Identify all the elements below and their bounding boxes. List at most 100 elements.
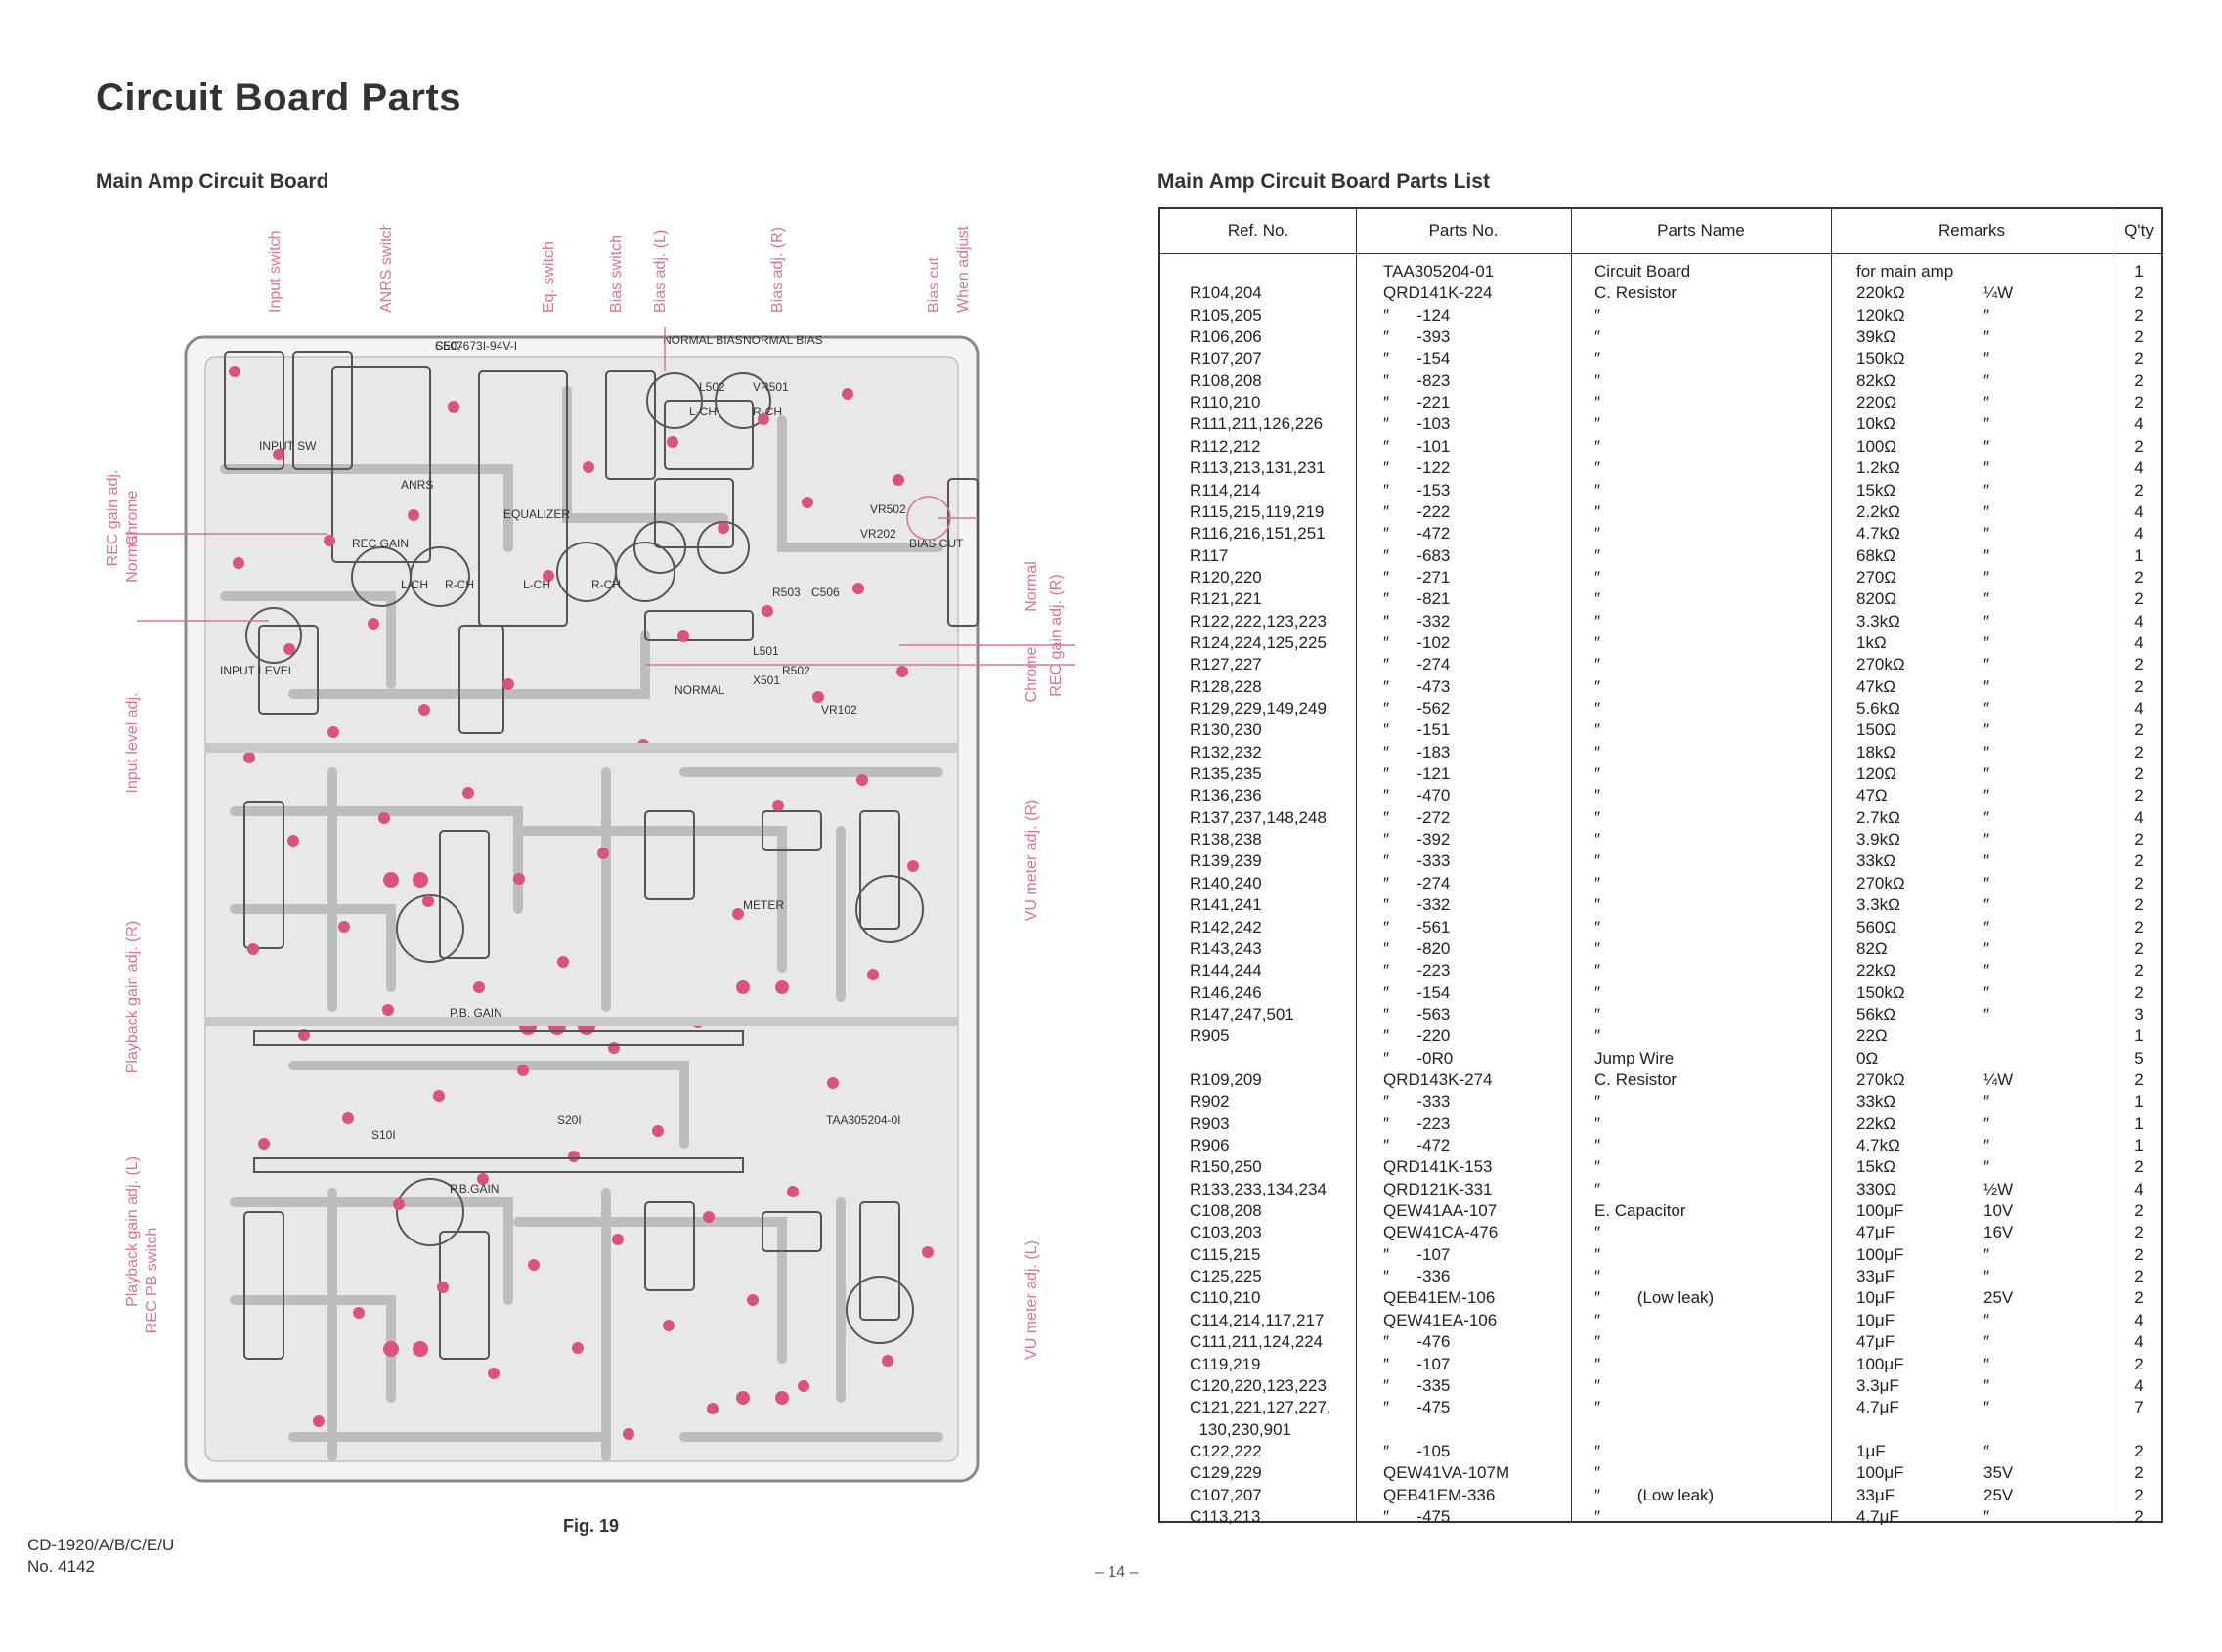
silkscreen-label: R-CH bbox=[445, 578, 474, 591]
callout-label: Chrome bbox=[124, 490, 141, 545]
parts-no-cell: QRD121K-331 bbox=[1383, 1179, 1493, 1198]
parts-name-cell: ″ (Low leak) bbox=[1594, 1288, 1715, 1308]
remarks-cell: for main amp bbox=[1856, 262, 1954, 281]
callout-label: Chrome bbox=[1024, 646, 1040, 702]
ref-no-cell: R144,244 bbox=[1190, 961, 1262, 980]
qty-cell: 2 bbox=[2134, 655, 2144, 674]
rating-cell: ″ bbox=[1983, 327, 1990, 347]
ref-no-cell: C115,215 bbox=[1190, 1244, 1261, 1264]
remarks-cell: 4.7kΩ bbox=[1856, 1136, 1900, 1154]
callout-label: VU meter adj. (L) bbox=[1024, 1240, 1040, 1360]
callout-label: ANRS switch bbox=[378, 225, 395, 313]
silkscreen-label: SEC-673I-94V-I bbox=[435, 339, 517, 353]
parts-name-cell: Circuit Board bbox=[1594, 262, 1691, 281]
callout-label: REC gain adj. bbox=[105, 470, 121, 567]
ref-no-cell: R129,229,149,249 bbox=[1190, 699, 1327, 717]
remarks-cell: 100μF bbox=[1856, 1201, 1904, 1221]
parts-no-cell: ″ -223 bbox=[1383, 961, 1451, 980]
callout-label: Normal bbox=[1024, 561, 1040, 612]
ref-no-cell: R906 bbox=[1190, 1136, 1230, 1154]
callout-label: Input level adj. bbox=[124, 692, 141, 793]
qty-cell: 2 bbox=[2134, 589, 2144, 609]
table-row: C111,211,124,224″ -476″47μF″4 bbox=[1160, 1332, 2161, 1354]
rating-cell: ″ bbox=[1983, 1157, 1990, 1177]
callout-label: Normal bbox=[124, 532, 141, 583]
remarks-cell: 4.7μF bbox=[1856, 1506, 1899, 1526]
rating-cell: ¼W bbox=[1983, 283, 2014, 303]
silkscreen-label: R502 bbox=[782, 664, 810, 677]
silkscreen-label: R-CH bbox=[591, 578, 621, 591]
parts-list-table: Ref. No. Parts No. Parts Name Remarks Q'… bbox=[1158, 207, 2163, 1526]
model-footer: CD-1920/A/B/C/E/U No. 4142 bbox=[27, 1535, 174, 1578]
model-number: CD-1920/A/B/C/E/U bbox=[27, 1536, 175, 1554]
parts-name-cell: ″ bbox=[1594, 1441, 1601, 1460]
ref-no-cell: R141,241 bbox=[1190, 895, 1262, 915]
silkscreen-label: L502 bbox=[699, 380, 725, 394]
remarks-cell: 82kΩ bbox=[1856, 370, 1896, 390]
parts-name-cell: ″ bbox=[1594, 1136, 1601, 1154]
silkscreen-label: X501 bbox=[753, 674, 780, 687]
silkscreen-label: NORMAL BIAS bbox=[663, 333, 743, 347]
callout-label: Eq. switch bbox=[541, 241, 557, 313]
callout-label: Input switch bbox=[267, 231, 283, 313]
ref-no-cell: R117 bbox=[1190, 545, 1229, 565]
silkscreen-label: METER bbox=[743, 898, 784, 912]
remarks-cell: 4.7kΩ bbox=[1856, 524, 1900, 543]
qty-cell: 2 bbox=[2134, 917, 2144, 936]
ref-no-cell: R132,232 bbox=[1190, 742, 1262, 761]
ref-no-cell: R142,242 bbox=[1190, 917, 1262, 936]
ref-no-cell: C108,208 bbox=[1190, 1201, 1262, 1221]
ref-no-cell: R143,243 bbox=[1190, 938, 1262, 958]
parts-no-cell: ″ -475 bbox=[1383, 1506, 1451, 1526]
rating-cell: ″ bbox=[1983, 1441, 1990, 1460]
rating-cell: ″ bbox=[1983, 1004, 1990, 1023]
parts-name-cell: ″ bbox=[1594, 480, 1601, 500]
parts-name-cell: ″ bbox=[1594, 545, 1601, 565]
rating-cell: ″ bbox=[1983, 305, 1990, 325]
parts-name-cell: ″ bbox=[1594, 655, 1601, 674]
ref-no-cell: C103,203 bbox=[1190, 1223, 1262, 1242]
remarks-cell: 82Ω bbox=[1856, 938, 1888, 958]
remarks-cell: 22kΩ bbox=[1856, 961, 1896, 980]
ref-no-cell: R120,220 bbox=[1190, 567, 1262, 587]
ref-no-cell: R111,211,126,226 bbox=[1190, 414, 1324, 434]
rating-cell: ″ bbox=[1983, 1113, 1990, 1133]
header-remarks: Remarks bbox=[1938, 221, 2005, 239]
table-row: R130,230″ -151″150Ω″2 bbox=[1160, 720, 2161, 742]
table-row: R137,237,148,248″ -272″2.7kΩ″4 bbox=[1160, 808, 2161, 830]
parts-no-cell: ″ -124 bbox=[1383, 305, 1451, 325]
table-row: R129,229,149,249″ -562″5.6kΩ″4 bbox=[1160, 699, 2161, 720]
silkscreen-label: VR501 bbox=[753, 380, 789, 394]
parts-name-cell: ″ bbox=[1594, 1157, 1601, 1177]
parts-name-cell: ″ bbox=[1594, 1310, 1601, 1329]
qty-cell: 1 bbox=[2134, 545, 2144, 565]
rating-cell: 25V bbox=[1983, 1288, 2014, 1308]
callout-label: REC gain adj. (R) bbox=[1048, 574, 1065, 696]
qty-cell: 2 bbox=[2134, 938, 2144, 958]
ref-no-cell: C113,213 bbox=[1190, 1506, 1261, 1526]
rating-cell: ″ bbox=[1983, 830, 1990, 849]
remarks-cell: 3.3kΩ bbox=[1856, 895, 1900, 915]
parts-no-cell: TAA305204-01 bbox=[1383, 262, 1495, 281]
ref-no-cell: R110,210 bbox=[1190, 393, 1261, 413]
callout-label: When adjust bias current open this solde… bbox=[955, 225, 972, 313]
parts-no-cell: ″ -151 bbox=[1383, 720, 1451, 740]
table-row: R110,210″ -221″220Ω″2 bbox=[1160, 393, 2161, 414]
rating-cell: ″ bbox=[1983, 458, 1990, 478]
remarks-cell: 10μF bbox=[1856, 1310, 1895, 1329]
ref-no-cell: R115,215,119,219 bbox=[1190, 501, 1325, 521]
qty-cell: 2 bbox=[2134, 393, 2144, 413]
parts-name-cell: ″ bbox=[1594, 676, 1601, 696]
parts-name-cell: ″ bbox=[1594, 414, 1601, 434]
parts-no-cell: ″ -220 bbox=[1383, 1026, 1451, 1046]
silkscreen-label: P.B. GAIN bbox=[450, 1006, 502, 1020]
remarks-cell: 820Ω bbox=[1856, 589, 1897, 609]
table-row: R140,240″ -274″270kΩ″2 bbox=[1160, 874, 2161, 895]
parts-name-cell: ″ bbox=[1594, 436, 1601, 456]
